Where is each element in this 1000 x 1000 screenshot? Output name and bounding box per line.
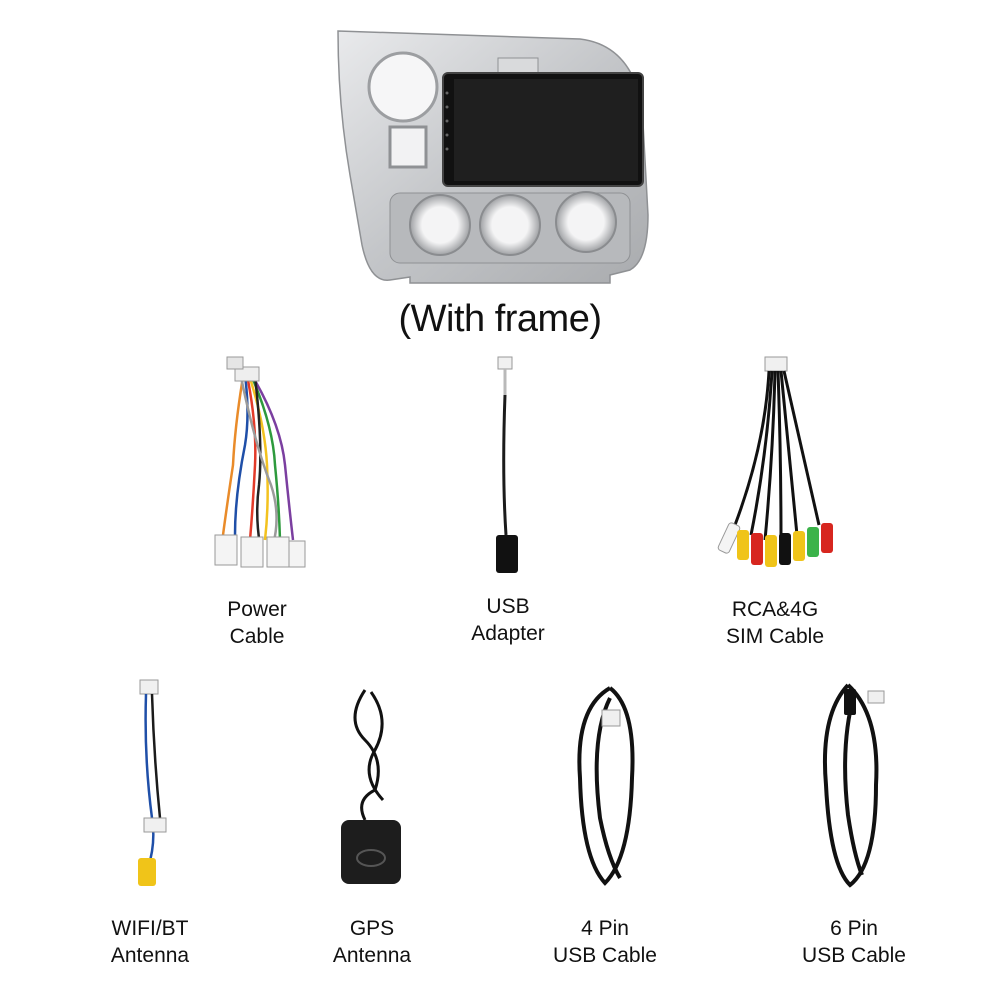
caption-rca-sim-cable: RCA&4G SIM Cable bbox=[695, 596, 855, 650]
caption-line1: WIFI/BT bbox=[111, 917, 189, 940]
head-unit-frame-image bbox=[337, 30, 649, 284]
caption-line2: USB Cable bbox=[802, 944, 906, 967]
caption-power-cable: Power Cable bbox=[187, 596, 327, 650]
usb-adapter-cable-icon bbox=[496, 356, 518, 573]
usb-6pin-cable-icon bbox=[822, 683, 885, 888]
wifi-antenna-icon bbox=[138, 679, 167, 886]
caption-line1: GPS bbox=[349, 917, 395, 940]
caption-line2: Adapter bbox=[471, 622, 545, 645]
caption-line1: Power bbox=[227, 598, 287, 621]
caption-line1: 4 Pin bbox=[581, 917, 629, 940]
caption-gps-antenna: GPS Antenna bbox=[302, 915, 442, 969]
caption-wifi-bt-antenna: WIFI/BT Antenna bbox=[80, 915, 220, 969]
caption-line2: SIM Cable bbox=[725, 625, 825, 648]
caption-line2: USB Cable bbox=[553, 944, 657, 967]
caption-line2: Antenna bbox=[110, 944, 190, 967]
frame-title: (With frame) bbox=[398, 298, 603, 340]
power-cable-harness-icon bbox=[214, 356, 306, 568]
caption-line1: 6 Pin bbox=[830, 917, 878, 940]
caption-4pin-usb-cable: 4 Pin USB Cable bbox=[525, 915, 685, 969]
caption-line2: Antenna bbox=[332, 944, 412, 967]
usb-4pin-cable-icon bbox=[577, 686, 635, 886]
caption-usb-adapter: USB Adapter bbox=[438, 593, 578, 647]
rca-cable-icon bbox=[717, 356, 833, 567]
caption-6pin-usb-cable: 6 Pin USB Cable bbox=[774, 915, 934, 969]
caption-line1: USB bbox=[486, 595, 530, 618]
caption-line2: Cable bbox=[229, 625, 285, 648]
gps-antenna-icon bbox=[341, 689, 401, 884]
caption-line1: RCA&4G bbox=[731, 598, 819, 621]
